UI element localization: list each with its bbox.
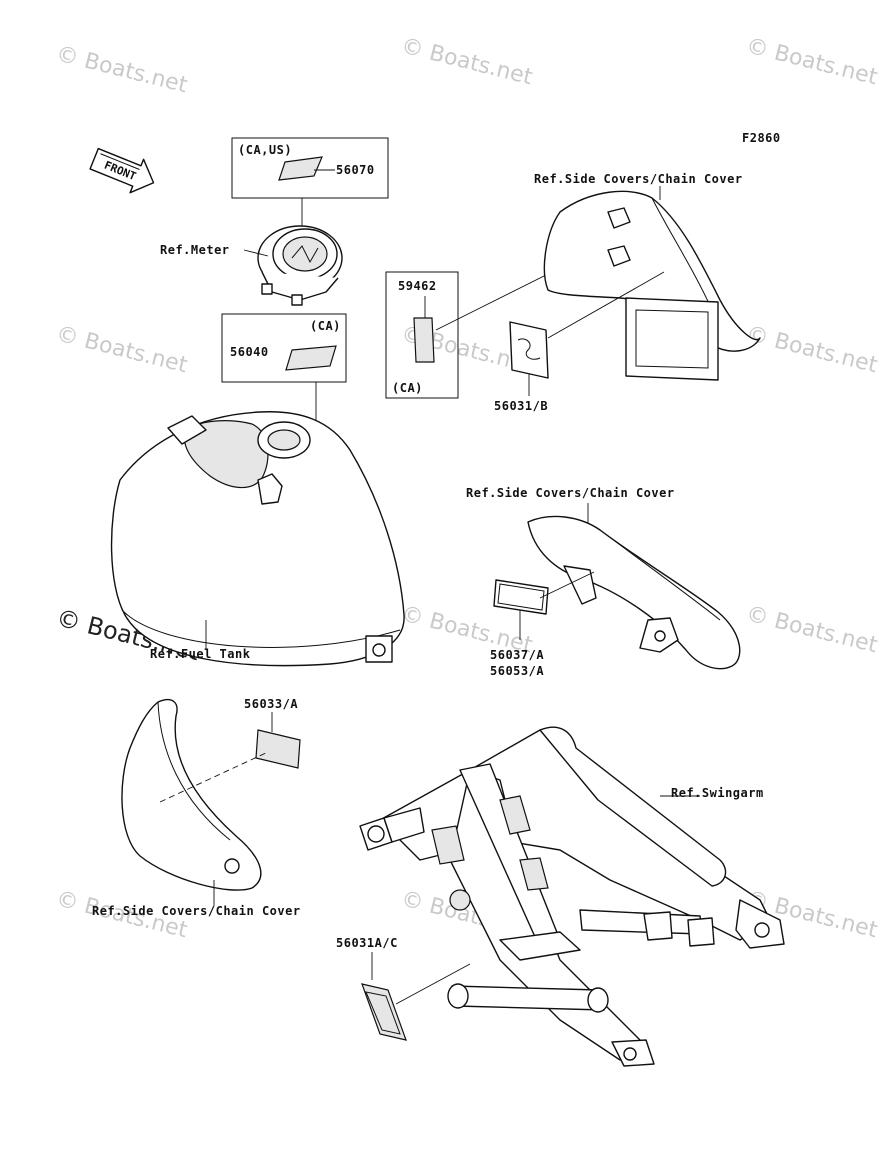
figure-code: F2860	[742, 131, 781, 145]
watermark: © Boats.net	[744, 322, 881, 379]
front-arrow-icon: FRONT	[89, 147, 155, 194]
decal-56040-icon	[285, 345, 337, 371]
ref-side-covers-mid-label: Ref.Side Covers/Chain Cover	[466, 486, 675, 500]
ref-side-covers-top-label: Ref.Side Covers/Chain Cover	[534, 172, 743, 186]
tank-label-box: (CA) 56040	[221, 313, 347, 470]
decal-56031ac: 56031A/C	[336, 936, 471, 1041]
part-56040: 56040	[230, 345, 269, 359]
ref-meter-label: Ref.Meter	[160, 243, 230, 257]
part-56070: 56070	[336, 163, 375, 177]
decal-56070-icon	[278, 156, 323, 181]
chain-cover-mid-icon: Ref.Side Covers/Chain Cover 56037/A 5605…	[466, 486, 741, 678]
side-cover-top-icon: Ref.Side Covers/Chain Cover	[534, 172, 761, 381]
watermark: © Boats.net	[399, 34, 536, 91]
swingarm-icon: Ref.Swingarm	[359, 726, 785, 1067]
decal-56031b: 56031/B	[494, 271, 665, 413]
watermark: © Boats.net	[54, 42, 191, 99]
tank-box-region: (CA)	[310, 319, 341, 333]
part-56033-a: 56033/A	[244, 697, 298, 711]
watermark: © Boats.net	[744, 34, 881, 91]
meter-label-box: (CA,US) 56070	[231, 137, 389, 240]
decal-59462-icon	[413, 317, 435, 363]
ref-side-covers-bottom-label: Ref.Side Covers/Chain Cover	[92, 904, 301, 918]
fuel-tank-icon: Ref.Fuel Tank	[110, 411, 405, 667]
part-56053-a: 56053/A	[490, 664, 544, 678]
box-59462-region: (CA)	[392, 381, 423, 395]
meter-box-region: (CA,US)	[238, 143, 292, 157]
decal-56033a-icon	[255, 729, 301, 769]
ref-swingarm-label: Ref.Swingarm	[671, 786, 764, 800]
part-56031a-c: 56031A/C	[336, 936, 398, 950]
meter-icon: Ref.Meter	[160, 225, 343, 306]
watermark: © Boats.net	[744, 602, 881, 659]
part-56037-a: 56037/A	[490, 648, 544, 662]
part-59462: 59462	[398, 279, 437, 293]
ref-fuel-tank-label: Ref.Fuel Tank	[150, 647, 251, 661]
side-cover-bottom-icon: 56033/A Ref.Side Covers/Chain Cover	[92, 697, 301, 918]
box-59462: 59462 (CA)	[385, 243, 609, 399]
part-56031-b: 56031/B	[494, 399, 548, 413]
watermark: © Boats.net	[54, 322, 191, 379]
